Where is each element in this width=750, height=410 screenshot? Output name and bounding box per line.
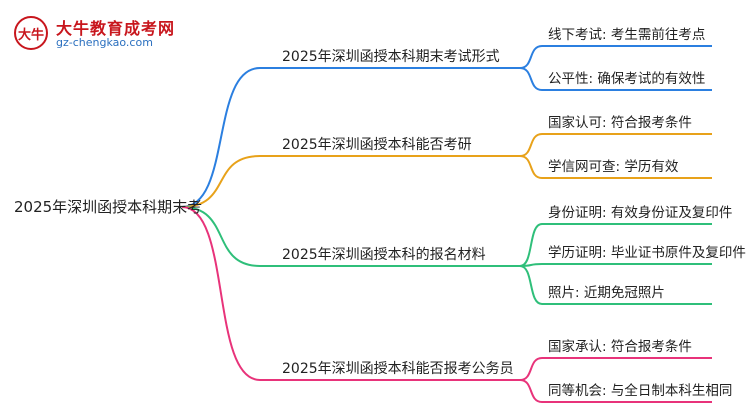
leaf-edge-1-1: [519, 45, 712, 69]
logo-site-name: 大牛教育成考网: [56, 19, 176, 38]
branch-edge-4: [181, 206, 520, 381]
branch-edge-3: [181, 206, 520, 267]
branch-node-3: 2025年深圳函授本科的报名材料: [282, 247, 486, 263]
logo-site-url: gz-chengkao.com: [56, 36, 153, 49]
leaf-node-4-2: 同等机会: 与全日制本科生相同: [548, 382, 732, 399]
leaf-node-3-1: 身份证明: 有效身份证及复印件: [548, 204, 732, 221]
leaf-node-2-2: 学信网可查: 学历有效: [548, 159, 679, 175]
branch-node-1: 2025年深圳函授本科期末考试形式: [282, 49, 500, 65]
leaf-node-1-2: 公平性: 确保考试的有效性: [548, 71, 705, 87]
leaf-edge-2-1: [519, 133, 712, 157]
leaf-edge-3-1: [519, 223, 712, 267]
leaf-node-1-1: 线下考试: 考生需前往考点: [548, 26, 705, 43]
leaf-node-3-2: 学历证明: 毕业证书原件及复印件: [548, 244, 746, 261]
branch-node-2: 2025年深圳函授本科能否考研: [282, 137, 472, 153]
mind-map-edges: [181, 45, 712, 403]
leaf-edge-4-2: [519, 379, 712, 403]
leaf-node-3-3: 照片: 近期免冠照片: [548, 285, 665, 301]
logo-badge-icon: 大牛: [14, 16, 48, 50]
leaf-edge-4-1: [519, 357, 712, 381]
leaf-edge-3-3: [519, 265, 712, 305]
branch-edge-2: [181, 155, 520, 208]
site-logo: 大牛 大牛教育成考网 gz-chengkao.com: [14, 14, 224, 54]
root-node: 2025年深圳函授本科期末考: [14, 198, 202, 216]
branch-edge-1: [181, 67, 520, 208]
leaf-edge-2-2: [519, 155, 712, 179]
mind-map-labels: 2025年深圳函授本科期末考 2025年深圳函授本科期末考试形式 线下考试: 考生需…: [14, 26, 746, 399]
leaf-edge-1-2: [519, 67, 712, 91]
leaf-node-4-1: 国家承认: 符合报考条件: [548, 338, 692, 355]
leaf-node-2-1: 国家认可: 符合报考条件: [548, 114, 692, 131]
branch-node-4: 2025年深圳函授本科能否报考公务员: [282, 361, 514, 377]
leaf-edge-3-2: [519, 263, 712, 267]
logo-badge-text: 大牛: [17, 27, 44, 43]
